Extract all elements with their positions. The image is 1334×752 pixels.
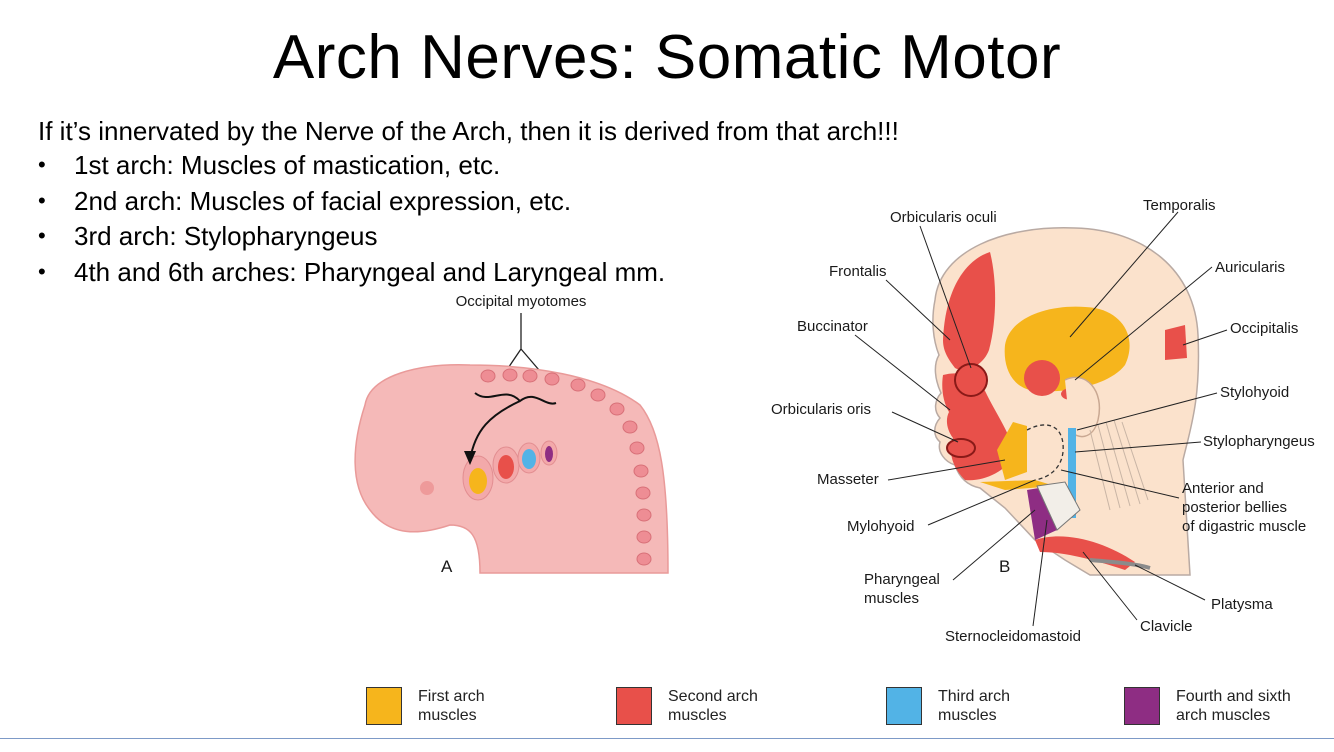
hyoid-region [1036, 481, 1081, 531]
slide-title: Arch Nerves: Somatic Motor [272, 23, 1062, 92]
label-sternocleidomastoid: Sternocleidomastoid [945, 628, 1081, 645]
bullet-text: 2nd arch: Muscles of facial expression, … [74, 185, 572, 216]
legend-swatch [886, 687, 922, 725]
digastric-outline [1026, 424, 1064, 481]
label-mylohyoid: Mylohyoid [847, 518, 915, 535]
auricularis-muscle [1024, 360, 1060, 396]
bullet-item: • 4th and 6th arches: Pharyngeal and Lary… [38, 256, 665, 292]
label-auricularis: Auricularis [1215, 259, 1285, 276]
label-pharyngeal-line2: muscles [864, 590, 919, 607]
bullet-list: •1st arch: Muscles of mastication, etc. … [38, 149, 665, 291]
clavicle [1089, 558, 1151, 570]
label-platysma: Platysma [1211, 596, 1273, 613]
bottom-rule [0, 738, 1334, 739]
intro-text: If it’s innervated by the Nerve of the A… [38, 116, 899, 146]
bullet-dot-icon: • [38, 187, 46, 213]
label-digastric-line2: posterior bellies [1182, 499, 1287, 516]
embryo-eye [420, 481, 434, 495]
bullet-text: 4th and 6th arches: Pharyngeal and Laryn… [74, 256, 666, 287]
bullet-text: 3rd arch: Stylopharyngeus [74, 221, 378, 251]
mylohyoid-muscle [980, 480, 1055, 490]
label-masseter: Masseter [817, 471, 879, 488]
label-stylopharyngeus: Stylopharyngeus [1203, 433, 1315, 450]
orbicularis-oris-muscle [946, 438, 976, 458]
legend-swatch [1124, 687, 1160, 725]
bullet-dot-icon: • [38, 152, 46, 177]
pharyngeal-arches [462, 440, 558, 501]
label-frontalis: Frontalis [829, 263, 887, 280]
masseter-muscle [997, 422, 1027, 480]
label-clavicle: Clavicle [1140, 618, 1193, 635]
bullet-dot-icon: • [38, 258, 46, 284]
occipital-myotomes-label: Occipital myotomes [456, 293, 587, 310]
legend-swatch [366, 687, 402, 725]
head-silhouette [932, 227, 1200, 576]
bullet-item: • 2nd arch: Muscles of facial expression,… [38, 185, 665, 221]
label-orbicularis-oculi: Orbicularis oculi [890, 209, 997, 226]
head-neck-figure: Orbicularis oculi Frontalis Buccinator O… [771, 197, 1315, 645]
occipitalis-muscle [1165, 325, 1187, 360]
label-temporalis: Temporalis [1143, 197, 1216, 214]
label-digastric-line1: Anterior and [1182, 480, 1264, 497]
frontalis-muscle [943, 252, 996, 370]
label-digastric-line3: of digastric muscle [1182, 518, 1306, 535]
orbicularis-oculi-muscle [954, 363, 988, 397]
bullet-item: • 3rd arch: Stylopharyngeus [38, 220, 665, 256]
label-stylohyoid: Stylohyoid [1220, 384, 1289, 401]
bullet-dot-icon: • [38, 223, 46, 248]
ear [1064, 376, 1101, 438]
label-buccinator: Buccinator [797, 318, 868, 335]
legend-swatch [616, 687, 652, 725]
embryo-figure: Occipital myotomes A [354, 293, 669, 576]
bullet-text: 1st arch: Muscles of mastication, etc. [74, 150, 501, 180]
leader-lines [854, 211, 1228, 627]
label-pharyngeal-line1: Pharyngeal [864, 571, 940, 588]
label-occipitalis: Occipitalis [1230, 320, 1298, 337]
somites [480, 368, 652, 566]
panel-letter-a: A [441, 557, 453, 576]
label-orbicularis-oris: Orbicularis oris [771, 401, 871, 418]
platysma-striations [1089, 419, 1149, 511]
arrowhead-icon [464, 451, 476, 465]
panel-letter-b: B [999, 557, 1010, 576]
bullet-item: • 1st arch: Muscles of mastication, etc. [38, 149, 665, 185]
